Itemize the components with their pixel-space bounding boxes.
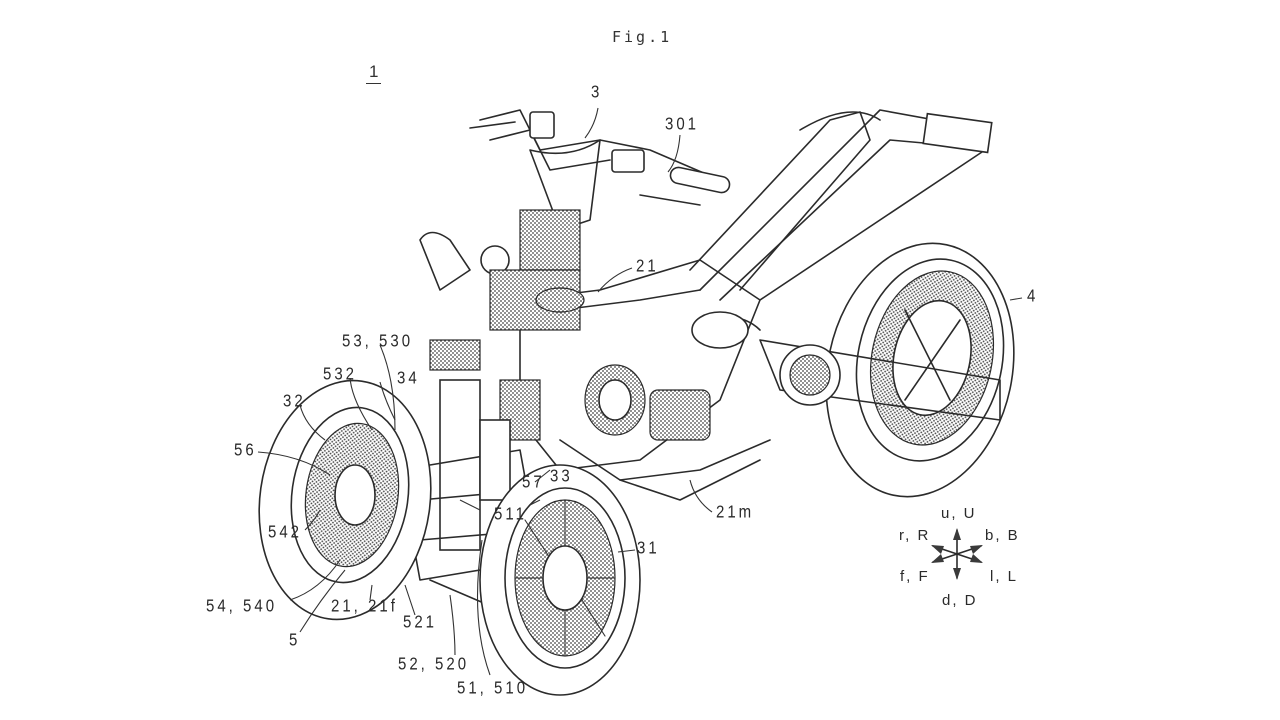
rear-frame <box>689 109 1001 421</box>
main-reference-number: 1 <box>366 62 382 84</box>
figure-title: Fig.1 <box>612 28 673 46</box>
label-33: 33 <box>550 466 573 487</box>
label-511: 511 <box>494 504 527 525</box>
label-linkage: 5 <box>289 630 301 651</box>
direction-right: r, R <box>899 527 931 544</box>
handlebar-assembly <box>419 109 731 331</box>
label-right-front-wheel: 31 <box>637 538 660 559</box>
label-frame-front: 21, 21f <box>331 596 398 617</box>
main-frame <box>519 259 771 501</box>
label-frame: 21 <box>636 256 659 277</box>
leader-lines <box>257 107 1023 676</box>
label-link-upper: 53, 530 <box>342 331 414 352</box>
label-left-front-wheel: 32 <box>283 391 306 412</box>
front-suspension <box>399 339 541 611</box>
label-521: 521 <box>403 612 438 633</box>
label-link-52: 52, 520 <box>398 654 470 675</box>
left-front-wheel <box>258 379 432 621</box>
label-rear-wheel: 4 <box>1027 286 1039 307</box>
direction-down: d, D <box>942 592 978 609</box>
label-link-51: 51, 510 <box>457 678 529 699</box>
label-grip: 301 <box>665 114 700 135</box>
direction-left: l, L <box>990 568 1019 585</box>
label-link-lower: 54, 540 <box>206 596 278 617</box>
direction-up: u, U <box>941 505 977 522</box>
label-damper: 56 <box>234 440 257 461</box>
right-front-wheel <box>479 464 641 696</box>
label-handlebar: 3 <box>591 82 603 103</box>
direction-back: b, B <box>985 527 1020 544</box>
label-link-532: 532 <box>323 364 358 385</box>
label-fork: 34 <box>397 368 420 389</box>
rear-wheel <box>825 242 1015 498</box>
label-frame-mount: 21m <box>716 502 755 523</box>
direction-front: f, F <box>900 568 930 585</box>
label-542: 542 <box>268 522 303 543</box>
label-57: 57 <box>522 472 545 493</box>
six-way-direction-arrows-icon <box>931 528 983 580</box>
